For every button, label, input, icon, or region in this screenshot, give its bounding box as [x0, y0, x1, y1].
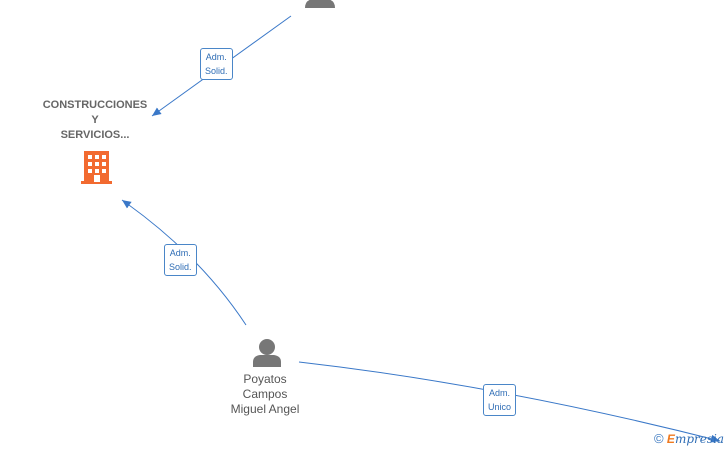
edge-label-line: Solid. — [205, 66, 228, 76]
edge-label-line: Adm. — [205, 52, 227, 62]
person-icon[interactable] — [253, 339, 281, 367]
edge-label-line: Adm. — [169, 248, 191, 258]
edge-label-line: Adm. — [489, 388, 511, 398]
edge-label-adm-unico[interactable]: Adm. Unico — [483, 384, 517, 416]
empresia-watermark: © Empresia — [654, 431, 724, 446]
company-node-label[interactable]: CONSTRUCCIONES Y SERVICIOS... — [20, 98, 170, 143]
edge-label-line: Solid. — [169, 262, 192, 272]
company-name-line: SERVICIOS... — [60, 129, 130, 141]
person-name-line: Miguel Angel — [230, 402, 300, 416]
edge-label-adm-solid[interactable]: Adm. Solid. — [164, 244, 197, 276]
edge-label-adm-solid[interactable]: Adm. Solid. — [200, 48, 233, 80]
person-node-label[interactable]: Poyatos Campos Miguel Angel — [205, 372, 325, 417]
copyright-symbol: © — [653, 431, 664, 446]
edge-label-line: Unico — [488, 402, 512, 412]
person-name-line: Poyatos — [243, 372, 287, 386]
person-icon[interactable] — [305, 0, 335, 8]
building-icon[interactable] — [81, 151, 112, 184]
company-name-line: Y — [91, 114, 99, 126]
brand-name: mpresia — [674, 432, 724, 446]
company-name-line: CONSTRUCCIONES — [42, 99, 148, 111]
person-name-line: Campos — [242, 387, 288, 401]
brand-initial: E — [666, 432, 675, 446]
